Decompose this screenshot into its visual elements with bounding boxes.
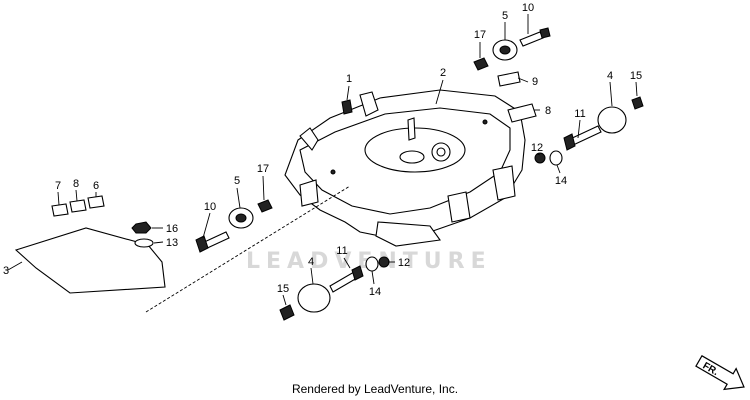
washer-14-right <box>549 150 563 166</box>
callout-14-right: 14 <box>555 175 567 187</box>
callout-11-lower: 11 <box>336 245 347 257</box>
callout-8-left: 8 <box>73 178 79 190</box>
washer-14-lower <box>365 256 379 272</box>
decal-8-right <box>507 103 537 123</box>
callout-13: 13 <box>166 237 178 249</box>
callout-5-top: 5 <box>502 10 508 22</box>
callout-17-left: 17 <box>257 163 269 175</box>
callout-15-right: 15 <box>630 70 642 82</box>
bolt-15-right <box>631 96 644 110</box>
roller-wheel-5-left <box>228 207 254 229</box>
nut-17-top <box>473 57 489 71</box>
washer-12-right <box>534 152 546 164</box>
washer-13 <box>134 238 154 248</box>
callout-17-top: 17 <box>474 29 486 41</box>
roller-wheel-5-top <box>492 39 518 61</box>
callout-labels: 1 2 3 4 4 5 5 6 7 8 8 9 10 10 11 11 12 1… <box>3 2 642 298</box>
callout-5-left: 5 <box>234 175 240 187</box>
bolt-1 <box>341 99 353 115</box>
callout-14-lower: 14 <box>369 286 381 298</box>
decal-8-left <box>69 199 87 213</box>
callout-12-right: 12 <box>531 142 543 154</box>
callout-11-right: 11 <box>574 108 585 120</box>
washer-12-lower <box>378 256 390 268</box>
callout-10-left: 10 <box>204 201 216 213</box>
callout-4-lower: 4 <box>308 256 314 268</box>
bolt-10-left <box>195 231 230 253</box>
callout-16: 16 <box>166 223 178 235</box>
rubber-bumper-4-right <box>597 106 627 134</box>
decal-7 <box>51 203 69 217</box>
nut-17-left <box>257 199 273 213</box>
bolt-15-lower <box>279 304 295 321</box>
callout-1: 1 <box>346 73 352 85</box>
rubber-bumper-4-lower <box>297 283 331 313</box>
callout-7: 7 <box>55 180 61 192</box>
leader-lines <box>7 14 638 313</box>
mower-deck-housing <box>284 89 526 247</box>
callout-15-lower: 15 <box>277 283 289 295</box>
callout-8-right: 8 <box>545 105 551 117</box>
nut-16 <box>131 221 152 234</box>
callout-2: 2 <box>440 67 446 79</box>
callout-6: 6 <box>93 180 99 192</box>
bolt-10-top <box>519 27 551 47</box>
callout-10-top: 10 <box>522 2 534 14</box>
decal-6 <box>87 195 105 209</box>
blade-cover-plate <box>14 227 166 294</box>
callout-4-right: 4 <box>607 70 613 82</box>
render-credit: Rendered by LeadVenture, Inc. <box>291 382 459 396</box>
bolt-11-right <box>563 125 602 151</box>
callout-3: 3 <box>3 265 9 277</box>
callout-12-lower: 12 <box>398 257 410 269</box>
decal-9 <box>497 71 521 87</box>
callout-9: 9 <box>532 76 538 88</box>
bolt-11-lower <box>329 265 364 293</box>
